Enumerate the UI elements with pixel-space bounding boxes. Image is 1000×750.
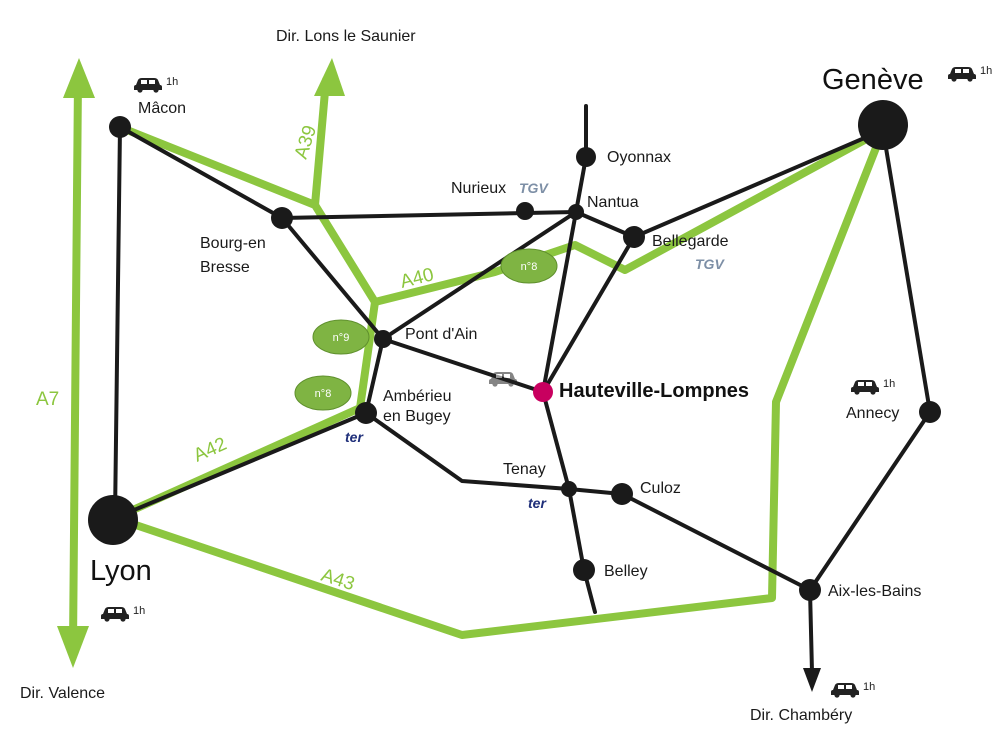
city-label-tenay: Tenay (503, 461, 546, 478)
city-dot-icon (858, 100, 908, 150)
time-label: 1h (133, 605, 145, 617)
road-bellegarde-hauteville (541, 235, 636, 394)
direction-label-valence: Dir. Valence (20, 685, 105, 702)
road-aix-annecy (808, 410, 932, 592)
road-aix-south (808, 588, 814, 674)
time-marker-macon: 1h (134, 76, 178, 93)
time-label: 1h (883, 378, 895, 390)
ter-logo-icon: ter (528, 495, 547, 511)
road-amberieu-tenay (364, 411, 571, 491)
road-tenay-belley (567, 487, 586, 572)
city-label-lyon: Lyon (90, 555, 152, 587)
road-amberieu-lyon (113, 411, 368, 520)
city-dots (88, 100, 941, 601)
motorway-a43 (111, 126, 887, 639)
road-pont-nantua (381, 210, 578, 341)
destination-dot-icon[interactable] (533, 382, 553, 402)
tgv-logo-icon: TGV (695, 256, 725, 272)
city-dot-icon (573, 559, 595, 581)
city-label-nantua: Nantua (587, 194, 639, 211)
city-dot-icon (611, 483, 633, 505)
time-label: 1h (980, 65, 992, 77)
direction-label-lons: Dir. Lons le Saunier (276, 28, 416, 45)
city-label-oyonnax: Oyonnax (607, 149, 671, 166)
time-marker-lyon: 1h (101, 605, 145, 622)
tgv-logo-icon: TGV (519, 180, 549, 196)
time-label: 1h (166, 76, 178, 88)
city-dot-icon (516, 202, 534, 220)
exit-badge-a40: n°8 (500, 248, 558, 284)
ter-logo-icon: ter (345, 429, 364, 445)
city-label-macon: Mâcon (138, 100, 186, 117)
city-label-culoz: Culoz (640, 480, 681, 497)
motorway-label-a7: A7 (36, 389, 59, 410)
road-pont-amberieu (364, 337, 385, 415)
exit-label: n°9 (333, 332, 350, 344)
city-dot-icon (355, 402, 377, 424)
time-label: 1h (863, 681, 875, 693)
city-label-geneve: Genève (822, 64, 924, 96)
city-label-hauteville[interactable]: Hauteville-Lompnes (559, 380, 749, 402)
road-annecy-geneve (881, 128, 932, 414)
city-label-bourg-2: Bresse (200, 259, 250, 276)
city-label-annecy: Annecy (846, 405, 899, 422)
motorway-a39-north (311, 76, 330, 209)
city-label-pont-dain: Pont d'Ain (405, 326, 477, 343)
road-bourg-pont (280, 216, 385, 341)
time-marker-geneve: 1h (948, 65, 992, 82)
city-dot-icon (576, 147, 596, 167)
arrow-icon (314, 58, 345, 96)
road-nantua-hauteville (541, 210, 578, 394)
exit-badge-a42-pont: n°9 (312, 319, 370, 355)
city-label-bellegarde: Bellegarde (652, 233, 729, 250)
city-label-aix: Aix-les-Bains (828, 583, 921, 600)
time-marker-annecy: 1h (851, 378, 895, 395)
city-dot-icon (919, 401, 941, 423)
city-dot-icon (109, 116, 131, 138)
road-culoz-aix (620, 492, 812, 592)
exit-label: n°8 (315, 388, 332, 400)
road-hauteville-tenay (541, 390, 571, 491)
city-dot-icon (374, 330, 392, 348)
city-dot-icon (561, 481, 577, 497)
city-dot-icon (568, 204, 584, 220)
arrow-icon (57, 626, 89, 668)
city-dot-icon (623, 226, 645, 248)
city-label-nurieux: Nurieux (451, 180, 506, 197)
arrow-icon (803, 668, 821, 692)
road-macon-lyon (113, 125, 122, 520)
city-label-amberieu-2: en Bugey (383, 408, 451, 425)
city-label-bourg: Bourg-en (200, 235, 266, 252)
road-bellegarde-geneve (632, 128, 885, 239)
exit-badge-a42-amberieu: n°8 (294, 375, 352, 411)
direction-label-chambery: Dir. Chambéry (750, 707, 852, 724)
motorway-a7 (69, 76, 82, 649)
city-dot-icon (271, 207, 293, 229)
city-dot-icon (88, 495, 138, 545)
road-macon-bourg (118, 125, 284, 220)
city-label-belley: Belley (604, 563, 648, 580)
city-label-amberieu: Ambérieu (383, 388, 451, 405)
city-dot-icon (799, 579, 821, 601)
exit-label: n°8 (521, 261, 538, 273)
time-marker-chambery: 1h (831, 681, 875, 698)
arrow-icon (63, 58, 95, 98)
